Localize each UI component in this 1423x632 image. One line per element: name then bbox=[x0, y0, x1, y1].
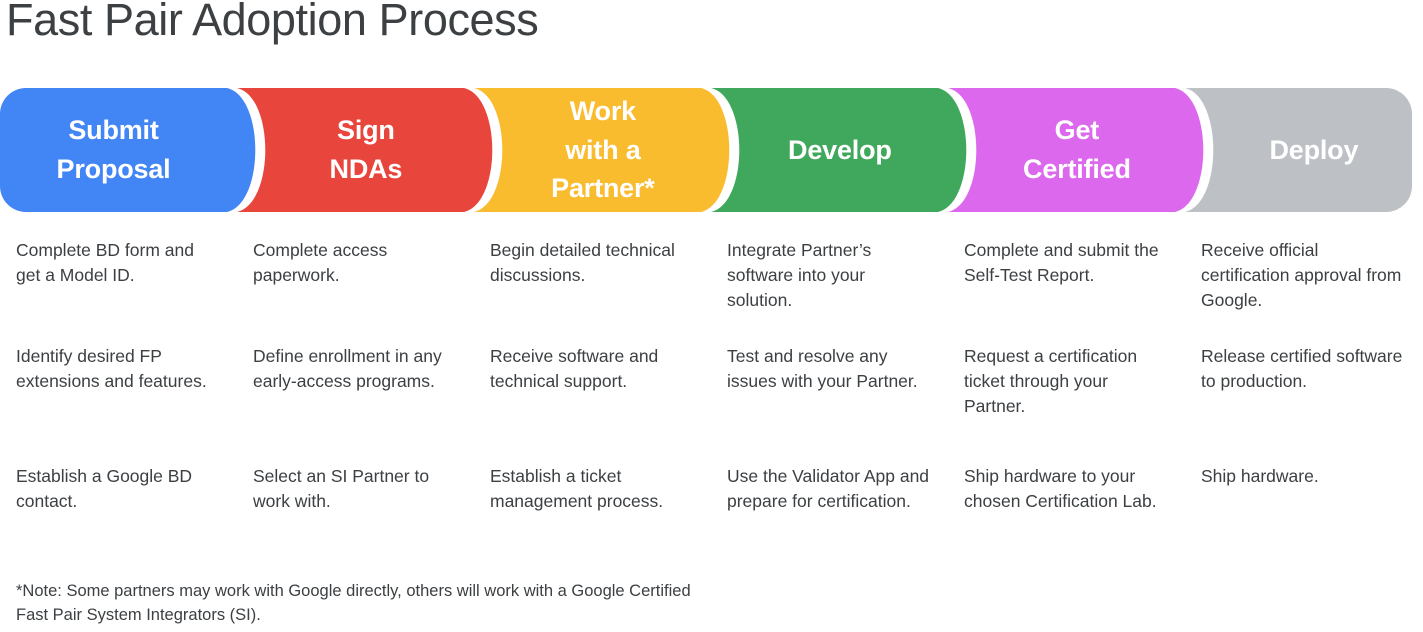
page-title: Fast Pair Adoption Process bbox=[6, 0, 539, 45]
stage-details-grid: Complete BD form and get a Model ID. Iden… bbox=[0, 238, 1423, 558]
stage-label: Develop bbox=[788, 134, 892, 165]
stage-detail-item: Establish a Google BD contact. bbox=[16, 466, 193, 511]
stage-shape bbox=[948, 88, 1204, 212]
stage-detail-item: Receive software and technical support. bbox=[490, 346, 659, 391]
stage-banner-2[interactable]: Sign NDAs bbox=[237, 88, 505, 212]
stage-banner-4[interactable]: Develop bbox=[711, 88, 979, 212]
stage-banner-5[interactable]: Get Certified bbox=[948, 88, 1216, 212]
stage-shape bbox=[0, 88, 256, 212]
stage-detail-item: Release certified software to production… bbox=[1201, 346, 1403, 391]
stage-detail-item: Ship hardware. bbox=[1201, 466, 1319, 486]
stage-banner-3[interactable]: Work with a Partner* bbox=[474, 88, 742, 212]
stage-detail-column-4: Integrate Partner’s software into your s… bbox=[711, 238, 948, 558]
stage-detail-item: Integrate Partner’s software into your s… bbox=[727, 240, 872, 310]
stage-detail-column-2: Complete access paperwork. Define enrollm… bbox=[237, 238, 474, 558]
stage-banner-6[interactable]: Deploy bbox=[1185, 88, 1423, 212]
stage-label: Work with a Partner* bbox=[551, 96, 655, 204]
stage-banner-1[interactable]: Submit Proposal bbox=[0, 88, 268, 212]
stage-label: Deploy bbox=[1269, 134, 1359, 165]
stage-detail-item: Begin detailed technical discussions. bbox=[490, 240, 675, 285]
footnote: *Note: Some partners may work with Googl… bbox=[16, 582, 691, 624]
stage-detail-item: Request a certification ticket through y… bbox=[964, 346, 1138, 416]
stage-shape bbox=[711, 88, 967, 212]
stage-detail-item: Ship hardware to your chosen Certificati… bbox=[964, 466, 1157, 511]
stage-detail-item: Complete access paperwork. bbox=[253, 240, 388, 285]
stage-shape bbox=[474, 88, 730, 212]
stage-shape bbox=[1185, 88, 1412, 212]
stage-label: Get Certified bbox=[1023, 115, 1131, 184]
stage-detail-column-6: Receive official certification approval … bbox=[1185, 238, 1422, 558]
stage-detail-item: Establish a ticket management process. bbox=[490, 466, 664, 511]
stage-shape bbox=[237, 88, 493, 212]
stage-detail-item: Complete and submit the Self-Test Report… bbox=[964, 240, 1159, 285]
stage-label: Sign NDAs bbox=[329, 115, 403, 184]
stage-detail-item: Use the Validator App and prepare for ce… bbox=[727, 466, 930, 511]
stage-detail-item: Receive official certification approval … bbox=[1201, 240, 1402, 310]
stage-detail-item: Select an SI Partner to work with. bbox=[253, 466, 430, 511]
stage-banner-strip: Submit Proposal Sign NDAs Work with a Part… bbox=[0, 88, 1423, 212]
stage-detail-item: Complete BD form and get a Model ID. bbox=[16, 240, 194, 285]
stage-detail-column-5: Complete and submit the Self-Test Report… bbox=[948, 238, 1185, 558]
stage-detail-column-3: Begin detailed technical discussions. Rec… bbox=[474, 238, 711, 558]
stage-label: Submit Proposal bbox=[56, 115, 171, 184]
stage-detail-item: Identify desired FP extensions and featu… bbox=[16, 346, 207, 391]
stage-detail-item: Test and resolve any issues with your Pa… bbox=[727, 346, 918, 391]
stage-detail-item: Define enrollment in any early-access pr… bbox=[253, 346, 442, 391]
stage-detail-column-1: Complete BD form and get a Model ID. Iden… bbox=[0, 238, 237, 558]
